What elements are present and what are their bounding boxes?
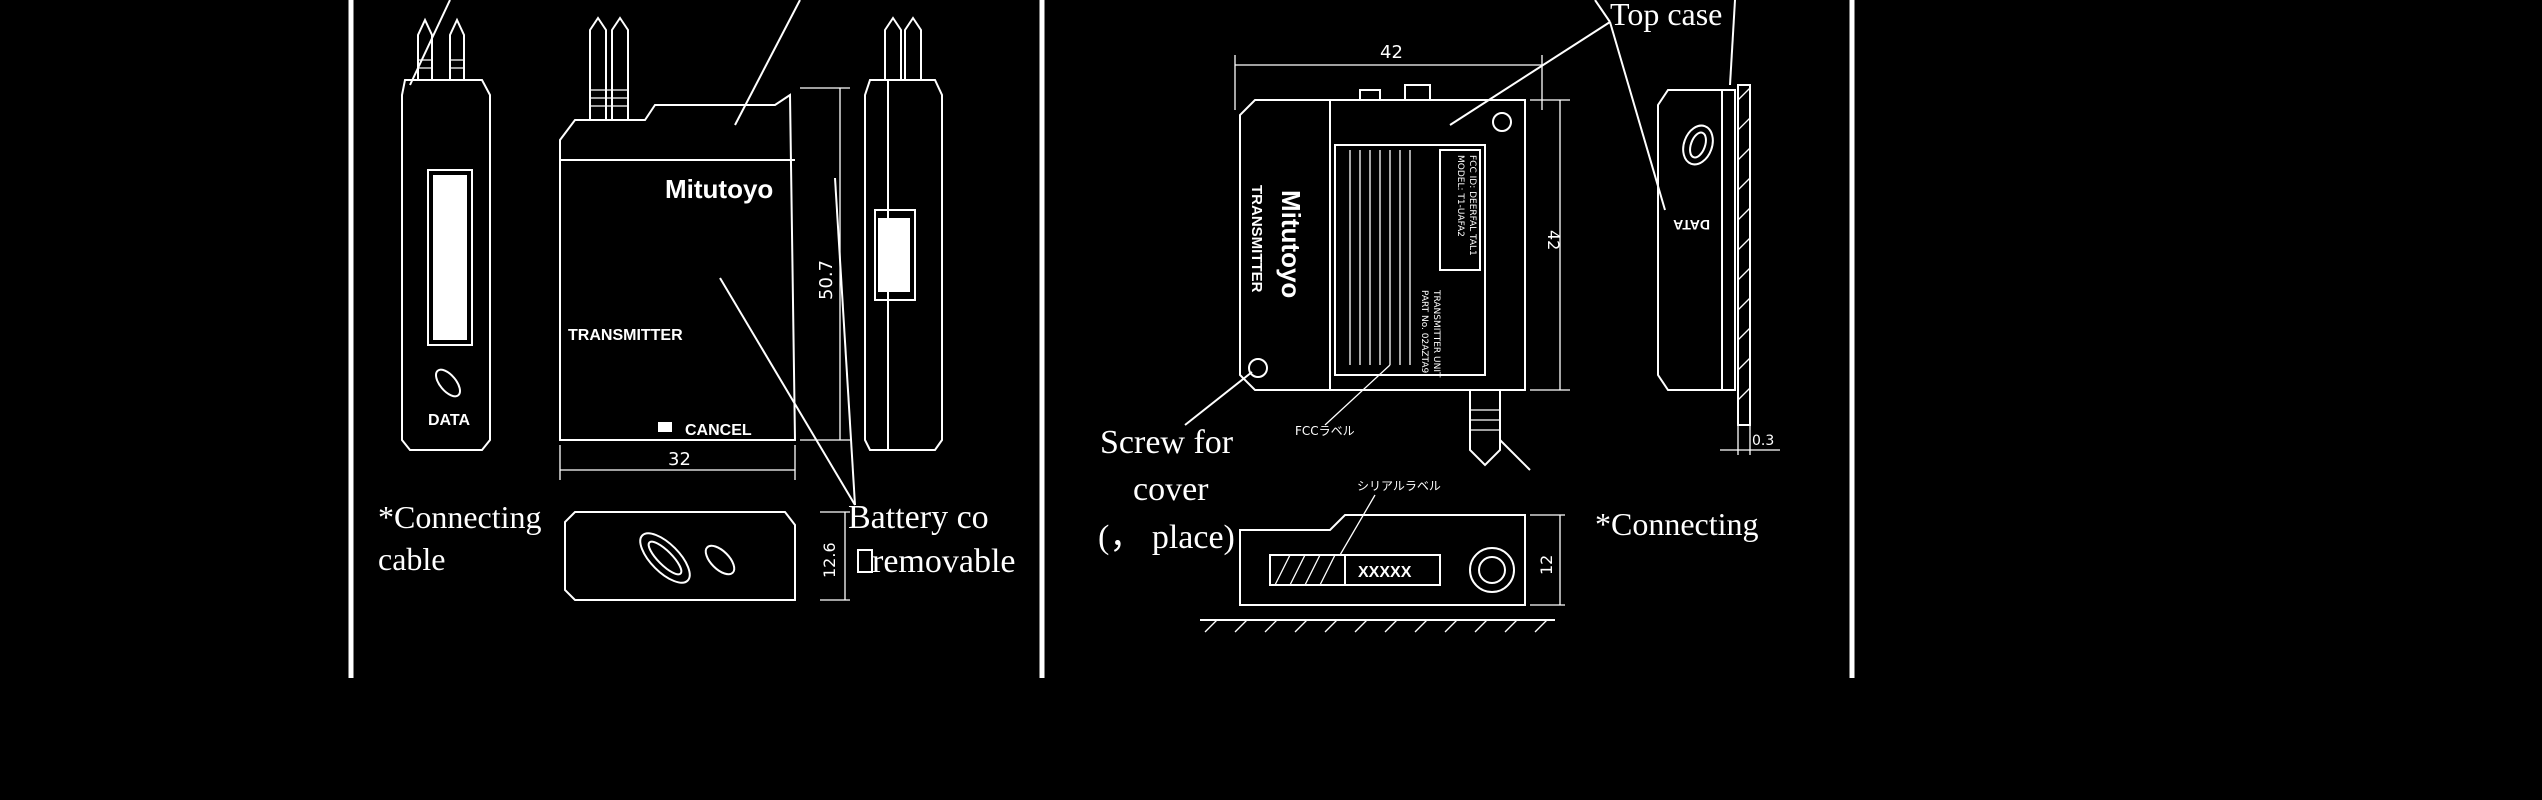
left-transmitter-label: TRANSMITTER	[568, 327, 683, 344]
left-connecting-note-2: cable	[378, 541, 446, 577]
left-dim-width: 32	[668, 449, 691, 470]
right-dim-depth: 12	[1537, 555, 1556, 575]
fcc-block-4: PART No. 02AZTA9	[1419, 290, 1429, 373]
left-brand: Mitutoyo	[665, 174, 773, 204]
top-case-label: Top case	[1610, 0, 1722, 32]
fcc-label: FCCラベル	[1295, 424, 1355, 438]
right-panel: 42 Mitutoyo TRANSMITTER FCC ID: DEERFAL …	[1098, 0, 1780, 633]
left-cancel-label: CANCEL	[685, 422, 752, 439]
left-dim-depth: 12.6	[820, 542, 839, 578]
right-side-profile: DATA 0.3	[1657, 0, 1780, 455]
left-side-data-label: DATA	[428, 412, 471, 429]
battery-note-bracket	[857, 549, 873, 573]
screw-note-3: (， place)	[1098, 519, 1235, 556]
right-dim-height: 42	[1544, 230, 1563, 250]
hatch-wall	[1737, 87, 1751, 401]
battery-note-1: Battery co	[848, 499, 989, 536]
fcc-block-1: FCC ID: DEERFAL TAL1	[1467, 155, 1477, 256]
right-brand: Mitutoyo	[1276, 190, 1306, 298]
frame-lines	[348, 0, 1855, 678]
left-side-view: DATA	[401, 0, 491, 451]
right-main-view: Mitutoyo TRANSMITTER FCC ID: DEERFAL TAL…	[1239, 84, 1570, 471]
fcc-block-2: MODEL: T1-UAFA2	[1455, 155, 1465, 237]
screw-note-2: cover	[1133, 471, 1209, 508]
left-connecting-note-1: *Connecting	[378, 499, 542, 535]
fcc-block-3: TRANSMITTER UNIT	[1431, 289, 1441, 378]
serial-label: シリアルラベル	[1357, 479, 1441, 493]
right-bottom-profile: XXXXX 12 シリアルラベル	[1200, 479, 1565, 633]
ground-hatch	[1204, 619, 1548, 633]
serial-value: XXXXX	[1358, 564, 1412, 581]
right-connecting-note: *Connecting	[1595, 506, 1759, 542]
cancel-button-marker	[658, 422, 672, 432]
screw-note-1: Screw for	[1100, 424, 1234, 461]
right-side-data-label: DATA	[1673, 217, 1710, 233]
right-dim-width: 42	[1380, 42, 1403, 63]
right-transmitter-label: TRANSMITTER	[1248, 185, 1265, 293]
right-dim-gap: 0.3	[1752, 433, 1774, 449]
left-front-view: Mitutoyo TRANSMITTER CANCEL 32 50.7	[559, 0, 856, 506]
fcc-text-block	[1349, 150, 1411, 365]
serial-hatch	[1274, 554, 1336, 586]
left-dim-height: 50.7	[816, 260, 837, 300]
left-panel: DATA Mitutoyo TRANSMITTER CANCEL 32	[378, 0, 1016, 601]
battery-note-2: removable	[872, 543, 1016, 580]
fcc-plate	[1334, 144, 1486, 376]
left-right-side-view	[864, 16, 943, 451]
left-bottom-view: 12.6	[564, 511, 850, 601]
